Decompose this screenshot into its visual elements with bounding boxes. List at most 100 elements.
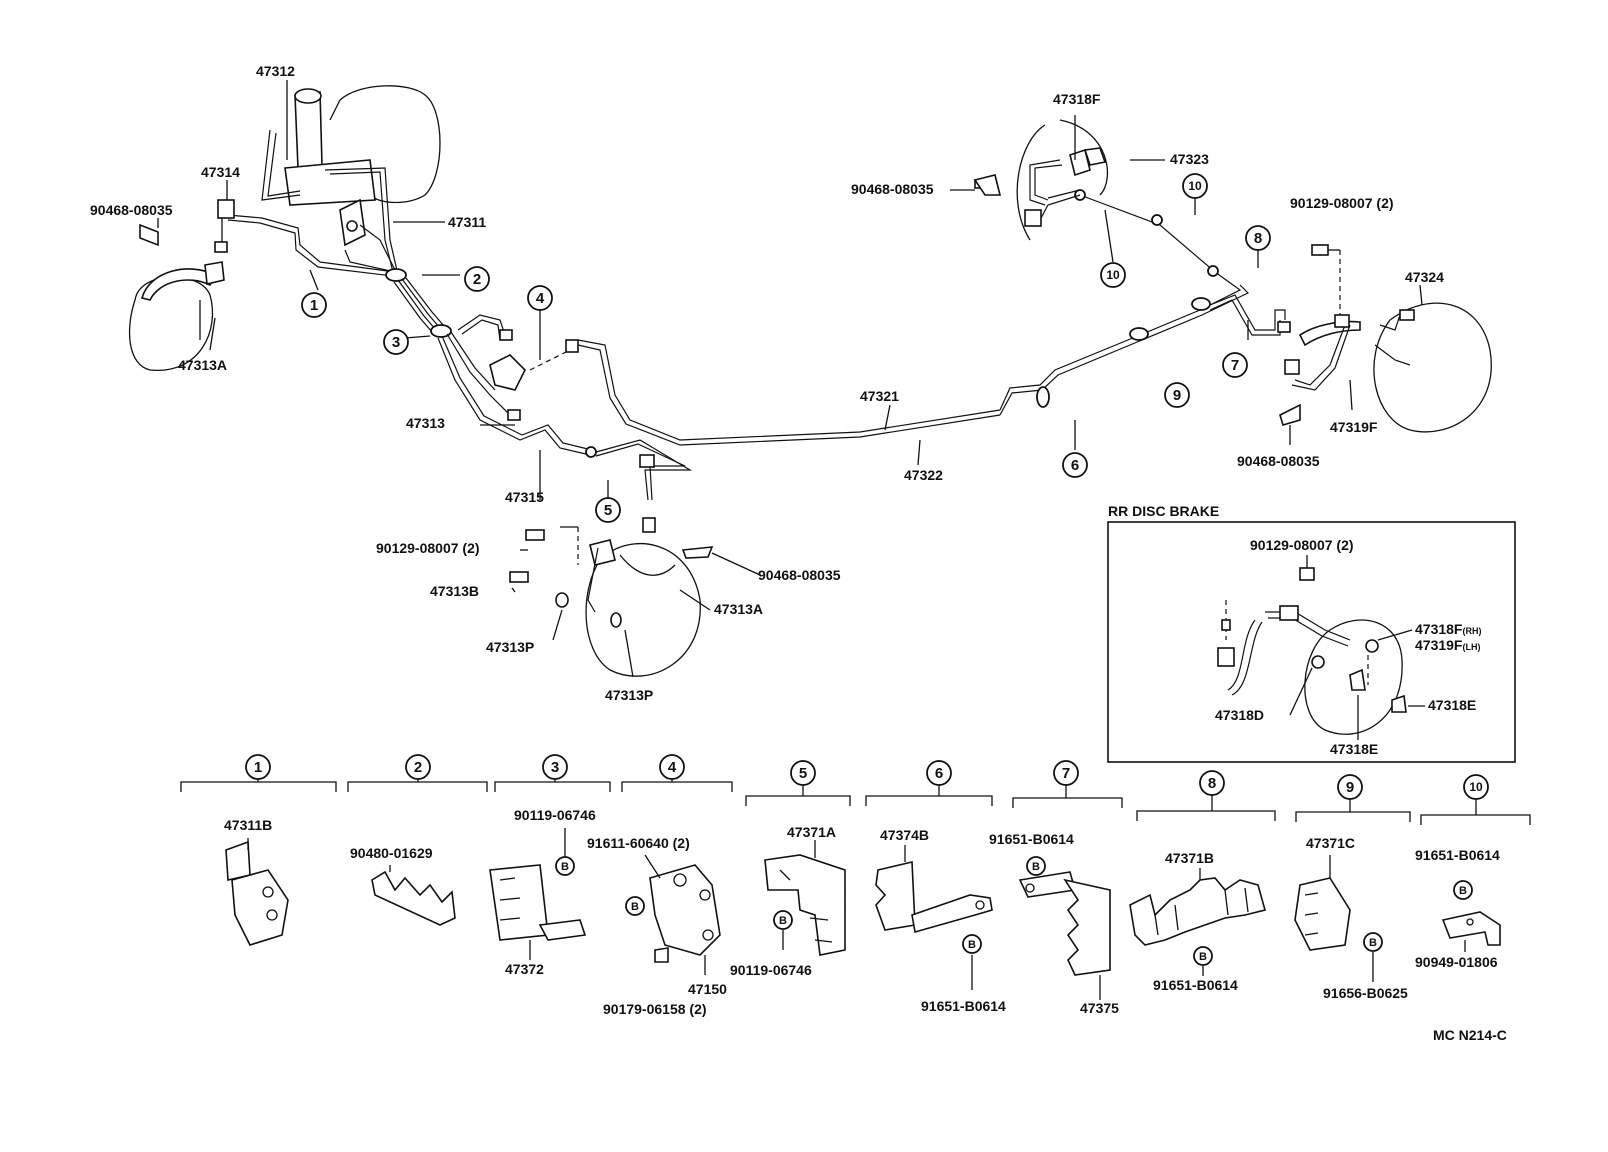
group-7-bolt-mark: B bbox=[1032, 861, 1040, 873]
label-47321: 47321 bbox=[860, 388, 899, 404]
diagram-code: MC N214-C bbox=[1433, 1027, 1507, 1043]
clip-top bbox=[973, 174, 1002, 196]
label-47313a-mid: 47313A bbox=[714, 601, 763, 617]
group-6: 6 47374B B 91651-B0614 bbox=[865, 760, 1006, 1014]
front-right-brake bbox=[509, 526, 714, 677]
svg-text:4: 4 bbox=[536, 290, 545, 307]
callout-1: 1 bbox=[301, 292, 327, 318]
group-1-number: 1 bbox=[254, 759, 262, 776]
group-1: 1 47311B bbox=[180, 754, 337, 946]
label-47322: 47322 bbox=[904, 467, 943, 483]
inset-label-90129: 90129-08007 (2) bbox=[1250, 537, 1354, 553]
callout-10b: 10 bbox=[1100, 262, 1126, 288]
clip-left bbox=[139, 223, 159, 247]
inset-label-47318d: 47318D bbox=[1215, 707, 1264, 723]
group-3-number: 3 bbox=[551, 759, 559, 776]
group-2-number: 2 bbox=[414, 759, 422, 776]
group-4-number: 4 bbox=[668, 759, 677, 776]
clamp-7 bbox=[1191, 297, 1211, 311]
label-90129-mid: 90129-08007 (2) bbox=[376, 540, 480, 556]
group-5-bolt-mark: B bbox=[779, 915, 787, 927]
group-8-label-91651: 91651-B0614 bbox=[1153, 977, 1238, 993]
clamp-8 bbox=[1207, 265, 1219, 277]
clamp-9 bbox=[1129, 327, 1149, 341]
svg-text:10: 10 bbox=[1106, 268, 1120, 282]
group-9: 9 47371C B 91656-B0625 bbox=[1294, 774, 1411, 1001]
group-9-label-91656: 91656-B0625 bbox=[1323, 985, 1408, 1001]
label-47313a-left: 47313A bbox=[178, 357, 227, 373]
label-90468-right: 90468-08035 bbox=[1237, 453, 1320, 469]
clamp-2 bbox=[385, 268, 407, 282]
clamp-3 bbox=[430, 324, 452, 338]
group-7-label-47375: 47375 bbox=[1080, 1000, 1119, 1016]
callout-3: 3 bbox=[383, 329, 409, 355]
group-5-label-90119: 90119-06746 bbox=[730, 962, 812, 978]
label-47313p-b: 47313P bbox=[605, 687, 653, 703]
callout-2: 2 bbox=[464, 266, 490, 292]
callout-9: 9 bbox=[1164, 382, 1190, 408]
group-4-label-47150: 47150 bbox=[688, 981, 727, 997]
group-10-number: 10 bbox=[1469, 780, 1483, 794]
group-6-label-91651: 91651-B0614 bbox=[921, 998, 1006, 1014]
callout-4: 4 bbox=[527, 285, 553, 311]
clamp-6 bbox=[1036, 386, 1050, 408]
clamp-10a bbox=[1151, 214, 1163, 226]
label-47324: 47324 bbox=[1405, 269, 1444, 285]
group-10-label-91651: 91651-B0614 bbox=[1415, 847, 1500, 863]
label-47311: 47311 bbox=[448, 214, 486, 230]
group-9-label-47371c: 47371C bbox=[1306, 835, 1355, 851]
label-47319f: 47319F bbox=[1330, 419, 1378, 435]
inset-label-47318f: 47318F(RH) bbox=[1415, 621, 1481, 637]
group-5-number: 5 bbox=[799, 765, 807, 782]
group-3-label-90119: 90119-06746 bbox=[514, 807, 596, 823]
group-7-label-91651: 91651-B0614 bbox=[989, 831, 1074, 847]
label-47312: 47312 bbox=[256, 63, 295, 79]
inset-label-47318e-a: 47318E bbox=[1428, 697, 1476, 713]
svg-text:2: 2 bbox=[473, 271, 481, 288]
label-90468-top: 90468-08035 bbox=[851, 181, 934, 197]
group-4-label-90179: 90179-06158 (2) bbox=[603, 1001, 707, 1017]
group-4: 4 91611-60640 (2) B 47150 90179-06158 (2… bbox=[587, 754, 733, 1017]
leader-lines bbox=[157, 80, 1423, 678]
group-1-label-47311b: 47311B bbox=[224, 817, 272, 833]
label-90468-left: 90468-08035 bbox=[90, 202, 173, 218]
group-6-number: 6 bbox=[935, 765, 943, 782]
callout-6: 6 bbox=[1062, 452, 1088, 478]
group-4-label-91611: 91611-60640 (2) bbox=[587, 835, 690, 851]
inset-label-47318e-b: 47318E bbox=[1330, 741, 1378, 757]
label-47313: 47313 bbox=[406, 415, 445, 431]
label-47323: 47323 bbox=[1170, 151, 1209, 167]
group-3-label-47372: 47372 bbox=[505, 961, 544, 977]
inset-rr-disc-brake: RR DISC BRAKE 90129-08007 (2) 47318F(RH)… bbox=[1107, 503, 1516, 763]
group-9-number: 9 bbox=[1346, 779, 1354, 796]
clamp-5 bbox=[585, 446, 597, 458]
front-left-brake bbox=[128, 199, 396, 371]
label-90468-mid: 90468-08035 bbox=[758, 567, 841, 583]
group-9-bolt-mark: B bbox=[1369, 937, 1377, 949]
group-2: 2 90480-01629 bbox=[347, 754, 488, 926]
group-10-bolt-mark: B bbox=[1459, 885, 1467, 897]
group-3-bolt-mark: B bbox=[561, 861, 569, 873]
group-5-label-47371a: 47371A bbox=[787, 824, 836, 840]
group-4-bolt-mark: B bbox=[631, 901, 639, 913]
group-8-label-47371b: 47371B bbox=[1165, 850, 1214, 866]
svg-text:9: 9 bbox=[1173, 387, 1181, 404]
inset-label-47319f: 47319F(LH) bbox=[1415, 637, 1480, 653]
label-47313p-a: 47313P bbox=[486, 639, 534, 655]
label-47313b: 47313B bbox=[430, 583, 479, 599]
inset-title: RR DISC BRAKE bbox=[1108, 503, 1219, 519]
group-7-number: 7 bbox=[1062, 765, 1070, 782]
svg-text:5: 5 bbox=[604, 502, 612, 519]
svg-text:6: 6 bbox=[1071, 457, 1079, 474]
group-8-bolt-mark: B bbox=[1199, 951, 1207, 963]
group-6-bolt-mark: B bbox=[968, 939, 976, 951]
group-3: 3 90119-06746 B 47372 bbox=[489, 754, 611, 977]
label-90129-right: 90129-08007 (2) bbox=[1290, 195, 1394, 211]
svg-text:8: 8 bbox=[1254, 230, 1262, 247]
group-8-number: 8 bbox=[1208, 775, 1216, 792]
group-2-label-90480: 90480-01629 bbox=[350, 845, 433, 861]
svg-text:3: 3 bbox=[392, 334, 400, 351]
group-10-label-90949: 90949-01806 bbox=[1415, 954, 1498, 970]
